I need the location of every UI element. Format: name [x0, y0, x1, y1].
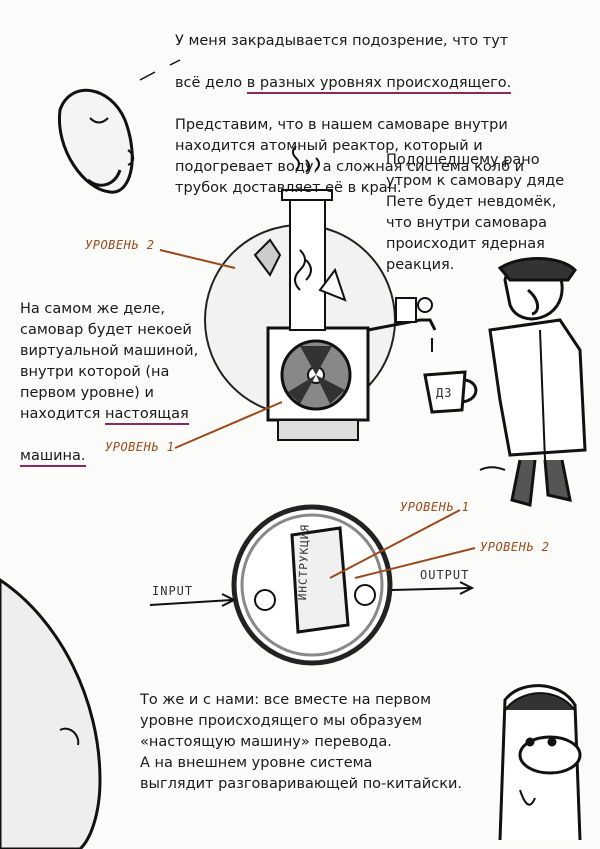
paragraph-4: То же и с нами: все вместе на первом уро… [140, 692, 462, 792]
machine-diagram [149, 504, 475, 666]
label-input: INPUT [152, 584, 194, 598]
samovar-illustration [204, 145, 437, 441]
label-level-1-right: УРОВЕНЬ 1 [400, 500, 470, 514]
paragraph-1-line-2-start: всё дело [175, 75, 247, 91]
paragraph-1: У меня закрадывается подозрение, что тут… [175, 10, 585, 199]
mug-label: ДЗ [436, 386, 453, 400]
ear-left [0, 578, 102, 849]
paragraph-3-emph-1: настоящая [105, 406, 189, 425]
paragraph-1-line-1: У меня закрадывается подозрение, что тут [175, 33, 509, 49]
label-level-1-mid: УРОВЕНЬ 1 [105, 440, 175, 454]
face-top-left [57, 59, 181, 194]
label-pointers [159, 249, 476, 579]
man-with-mug [423, 257, 587, 507]
person-bottom-right [498, 684, 582, 841]
label-output: OUTPUT [420, 568, 470, 582]
paragraph-1-rest: Представим, что в нашем самоваре внутри … [175, 117, 525, 196]
paragraph-3: На самом же деле, самовар будет некоей в… [20, 278, 220, 467]
label-instruction: ИНСТРУКЦИЯ [296, 523, 312, 601]
paragraph-3-emph-2: машина. [20, 448, 86, 467]
label-level-2-right: УРОВЕНЬ 2 [480, 540, 550, 554]
paragraph-1-highlight: в разных уровнях происходящего. [246, 75, 512, 94]
paragraph-2: Подошедшему рано утром к самовару дяде П… [386, 152, 565, 273]
paragraph-3-text: На самом же деле, самовар будет некоей в… [20, 301, 199, 422]
label-level-2-top: УРОВЕНЬ 2 [85, 238, 155, 252]
